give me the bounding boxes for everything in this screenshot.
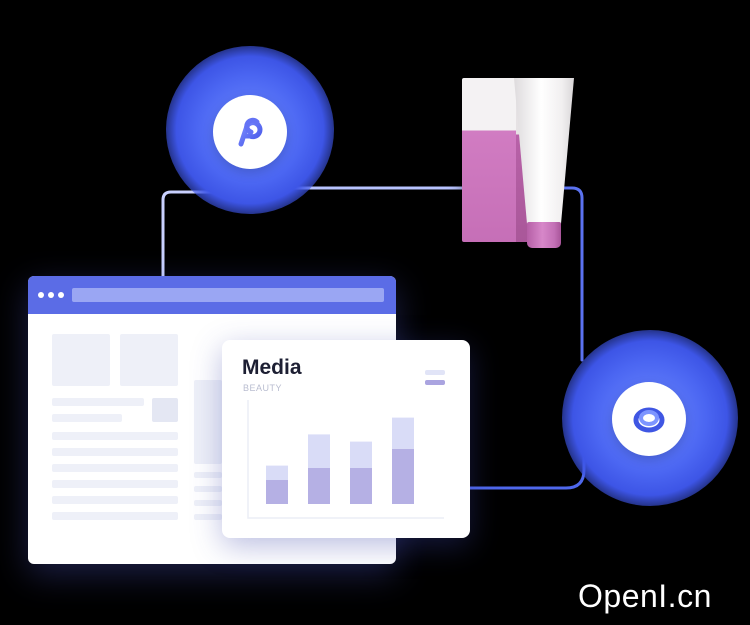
text-placeholder	[194, 486, 222, 492]
bar-segment	[308, 434, 330, 468]
legend-swatch	[425, 380, 445, 385]
text-placeholder	[194, 472, 222, 478]
watermark-text: OpenI.cn	[578, 578, 712, 614]
text-placeholder	[194, 514, 222, 520]
bar-segment	[266, 480, 288, 504]
address-bar[interactable]	[72, 288, 384, 302]
text-placeholder	[52, 464, 178, 472]
pipedrive-p-icon	[213, 95, 287, 169]
bar-segment	[308, 468, 330, 504]
loop-logo-icon	[612, 382, 686, 456]
product-box	[462, 78, 526, 242]
text-placeholder	[52, 496, 178, 504]
image-placeholder	[52, 334, 110, 386]
text-placeholder	[52, 414, 122, 422]
text-placeholder	[52, 432, 178, 440]
text-placeholder	[52, 480, 178, 488]
bar-segment	[392, 448, 414, 504]
text-placeholder	[194, 500, 222, 506]
bar-segment	[266, 465, 288, 480]
text-placeholder	[52, 398, 144, 406]
browser-title-bar	[28, 276, 396, 314]
bar-segment	[392, 417, 414, 449]
image-placeholder	[120, 334, 178, 386]
window-dot-icon	[48, 292, 54, 298]
sidebar-placeholder	[194, 380, 222, 464]
card-title: Media	[242, 356, 302, 379]
window-dot-icon	[38, 292, 44, 298]
window-dot-icon	[58, 292, 64, 298]
bar-segment	[350, 441, 372, 468]
bar-chart	[247, 400, 444, 519]
thumb-placeholder	[152, 398, 178, 422]
chart-axis	[247, 400, 444, 519]
product-tube-cap	[527, 222, 561, 248]
text-placeholder	[52, 448, 178, 456]
card-subtitle: BEAUTY	[243, 383, 283, 393]
legend-swatch	[425, 370, 445, 375]
text-placeholder	[52, 512, 178, 520]
bar-segment	[350, 468, 372, 504]
media-card: Media BEAUTY	[222, 340, 470, 538]
